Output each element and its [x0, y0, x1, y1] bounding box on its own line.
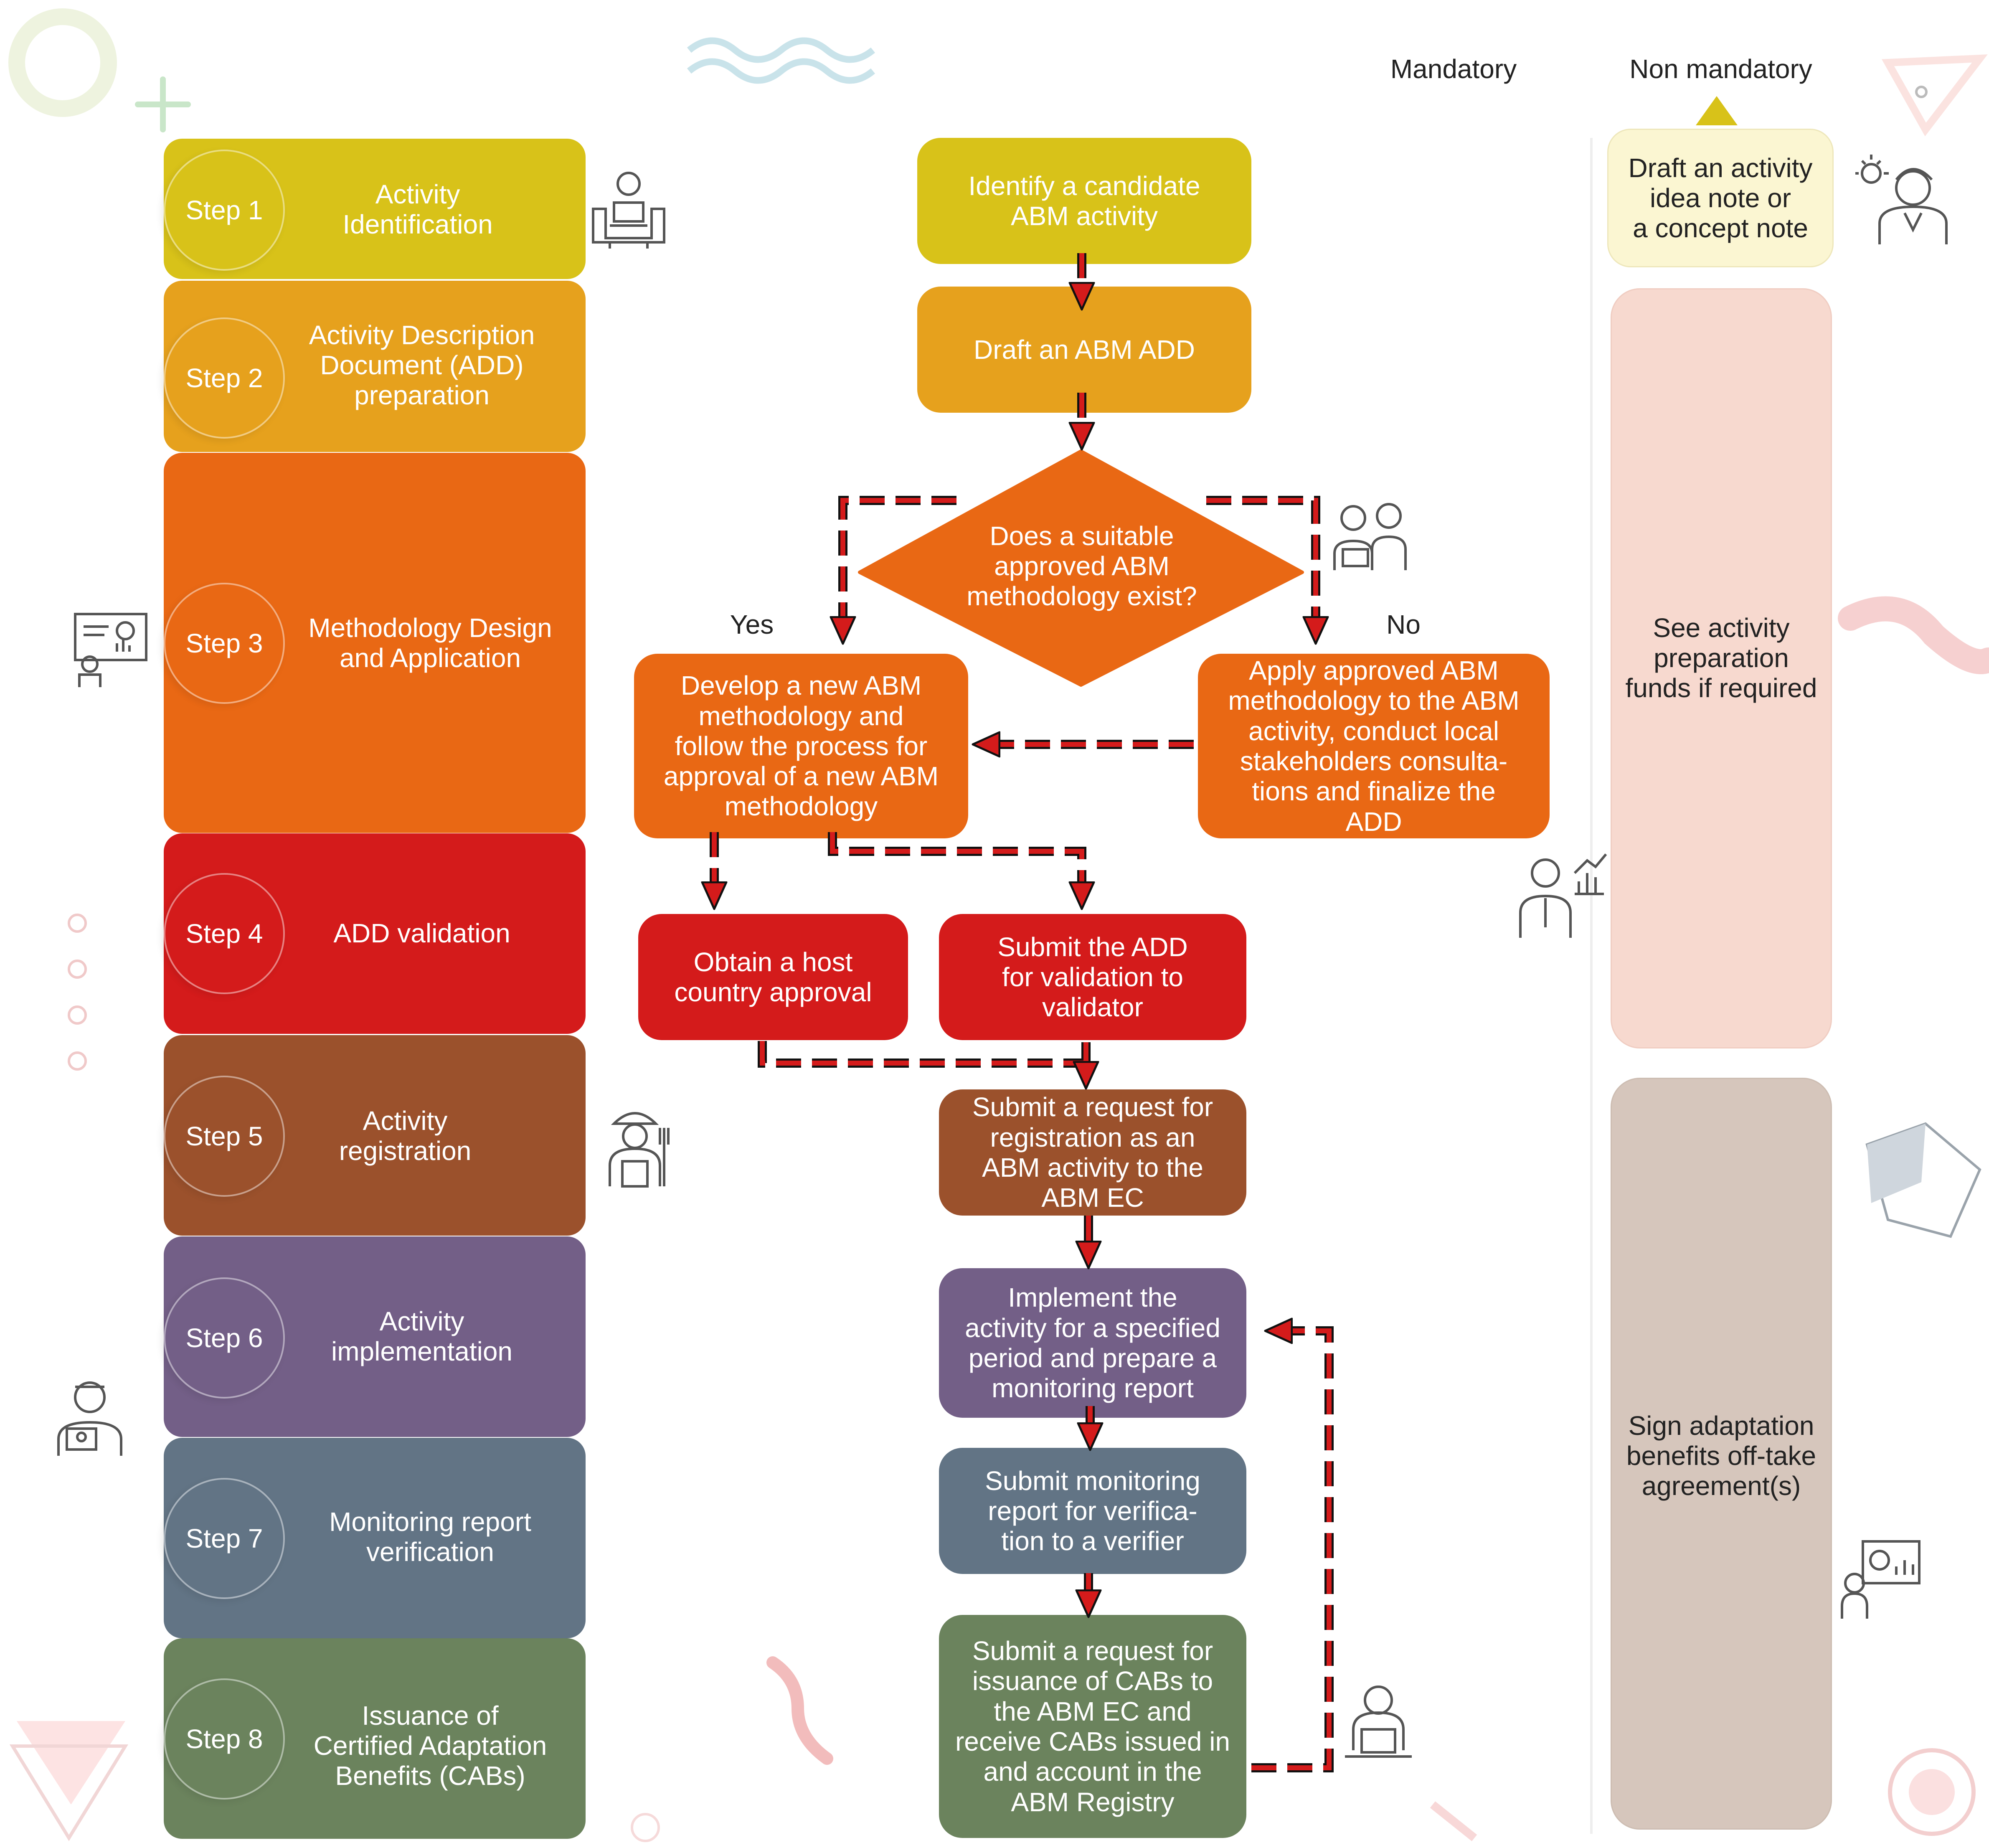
step-title-7: Monitoring report verification — [329, 1507, 531, 1567]
non-mandatory-concept-note: Draft an activity idea note or a concept… — [1607, 129, 1834, 267]
step-title-5: Activity registration — [339, 1106, 472, 1166]
idea-person-icon — [1855, 150, 1948, 246]
person-on-sofa-with-laptop-icon — [585, 163, 672, 251]
step-number-4: Step 4 — [164, 873, 285, 994]
mandatory-header: Mandatory — [1390, 53, 1517, 84]
step-title-3: Methodology Design and Application — [308, 613, 552, 673]
step-number-1: Step 1 — [164, 150, 285, 271]
presenter-with-screen-icon — [1838, 1537, 1921, 1621]
non-mandatory-offtake — [1611, 1078, 1832, 1830]
two-people-discussing-icon — [1330, 499, 1414, 574]
businessman-with-chart-icon — [1516, 848, 1608, 940]
step-number-8: Step 8 — [164, 1678, 285, 1800]
person-with-certificate-icon — [50, 1374, 125, 1458]
node-draft-add: Draft an ABM ADD — [917, 287, 1251, 413]
node-apply-methodology: Apply approved ABM methodology to the AB… — [1198, 654, 1550, 838]
step-number-2: Step 2 — [164, 317, 285, 439]
non-mandatory-preparation-funds — [1611, 288, 1832, 1048]
step-title-4: ADD validation — [333, 918, 510, 949]
node-submit-registration: Submit a request for registration as an … — [939, 1089, 1246, 1216]
non-mandatory-offtake-label: Sign adaptation benefits off-take agreem… — [1626, 1410, 1816, 1501]
node-submit-validation: Submit the ADD for validation to validat… — [939, 914, 1246, 1040]
person-at-laptop-icon — [1337, 1679, 1420, 1763]
non-mandatory-header: Non mandatory — [1629, 53, 1812, 84]
non-mandatory-preparation-funds-label: See activity preparation funds if requir… — [1625, 612, 1817, 703]
step-number-5: Step 5 — [164, 1076, 285, 1197]
step-title-8: Issuance of Certified Adaptation Benefit… — [313, 1701, 547, 1791]
step-title-6: Activity implementation — [331, 1306, 512, 1366]
step-number-6: Step 6 — [164, 1277, 285, 1399]
decision-no-label: No — [1386, 609, 1421, 640]
step-number-3: Step 3 — [164, 583, 285, 704]
decision-yes-label: Yes — [730, 609, 774, 640]
node-submit-issuance: Submit a request for issuance of CABs to… — [939, 1615, 1246, 1838]
worker-with-tools-icon — [597, 1103, 681, 1188]
node-develop-methodology: Develop a new ABM methodology and follow… — [634, 654, 968, 838]
node-submit-monitoring: Submit monitoring report for verifica- t… — [939, 1448, 1246, 1574]
presentation-board-person-icon — [71, 610, 150, 689]
step-title-2: Activity Description Document (ADD) prep… — [309, 320, 535, 410]
node-implement-activity: Implement the activity for a specified p… — [939, 1268, 1246, 1418]
node-identify-candidate: Identify a candidate ABM activity — [917, 138, 1251, 264]
decision-question: Does a suitable approved ABM methodology… — [967, 520, 1197, 612]
step-title-1: Activity Identification — [342, 179, 493, 239]
step-number-7: Step 7 — [164, 1478, 285, 1599]
node-host-approval: Obtain a host country approval — [638, 914, 908, 1040]
